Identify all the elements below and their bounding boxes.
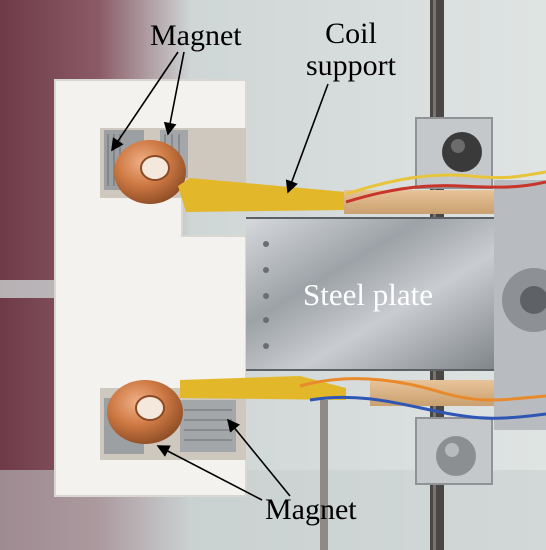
top-knob-highlight	[451, 139, 465, 153]
background-post	[320, 400, 328, 550]
top-yellow-wire	[345, 170, 546, 196]
top-coil-support	[178, 178, 346, 212]
steel-plate-label: Steel plate	[303, 277, 433, 312]
rivet	[263, 317, 269, 323]
bottom-knob	[436, 436, 476, 476]
top-copper-coil	[114, 140, 186, 204]
coil-support-label-line2: support	[306, 49, 396, 82]
top-magnet-label: Magnet	[150, 19, 242, 52]
bottom-orange-wire	[299, 377, 546, 402]
steel-plate	[246, 218, 502, 370]
rivet	[263, 241, 269, 247]
right-nut-center	[520, 286, 546, 314]
coil-support-label-line1: Coil	[325, 17, 377, 50]
bottom-magnet-label: Magnet	[265, 493, 357, 526]
top-knob	[442, 132, 482, 172]
top-red-wire	[345, 180, 546, 204]
coil-support-label: Coil support	[306, 18, 396, 82]
bottom-knob-highlight	[445, 443, 459, 457]
rivet	[263, 267, 269, 273]
top-wood-strip	[344, 190, 504, 214]
rivet	[263, 293, 269, 299]
bottom-coil-support	[180, 376, 346, 400]
rivet	[263, 343, 269, 349]
bottom-blue-wire	[309, 395, 546, 420]
bottom-copper-coil	[107, 380, 183, 444]
